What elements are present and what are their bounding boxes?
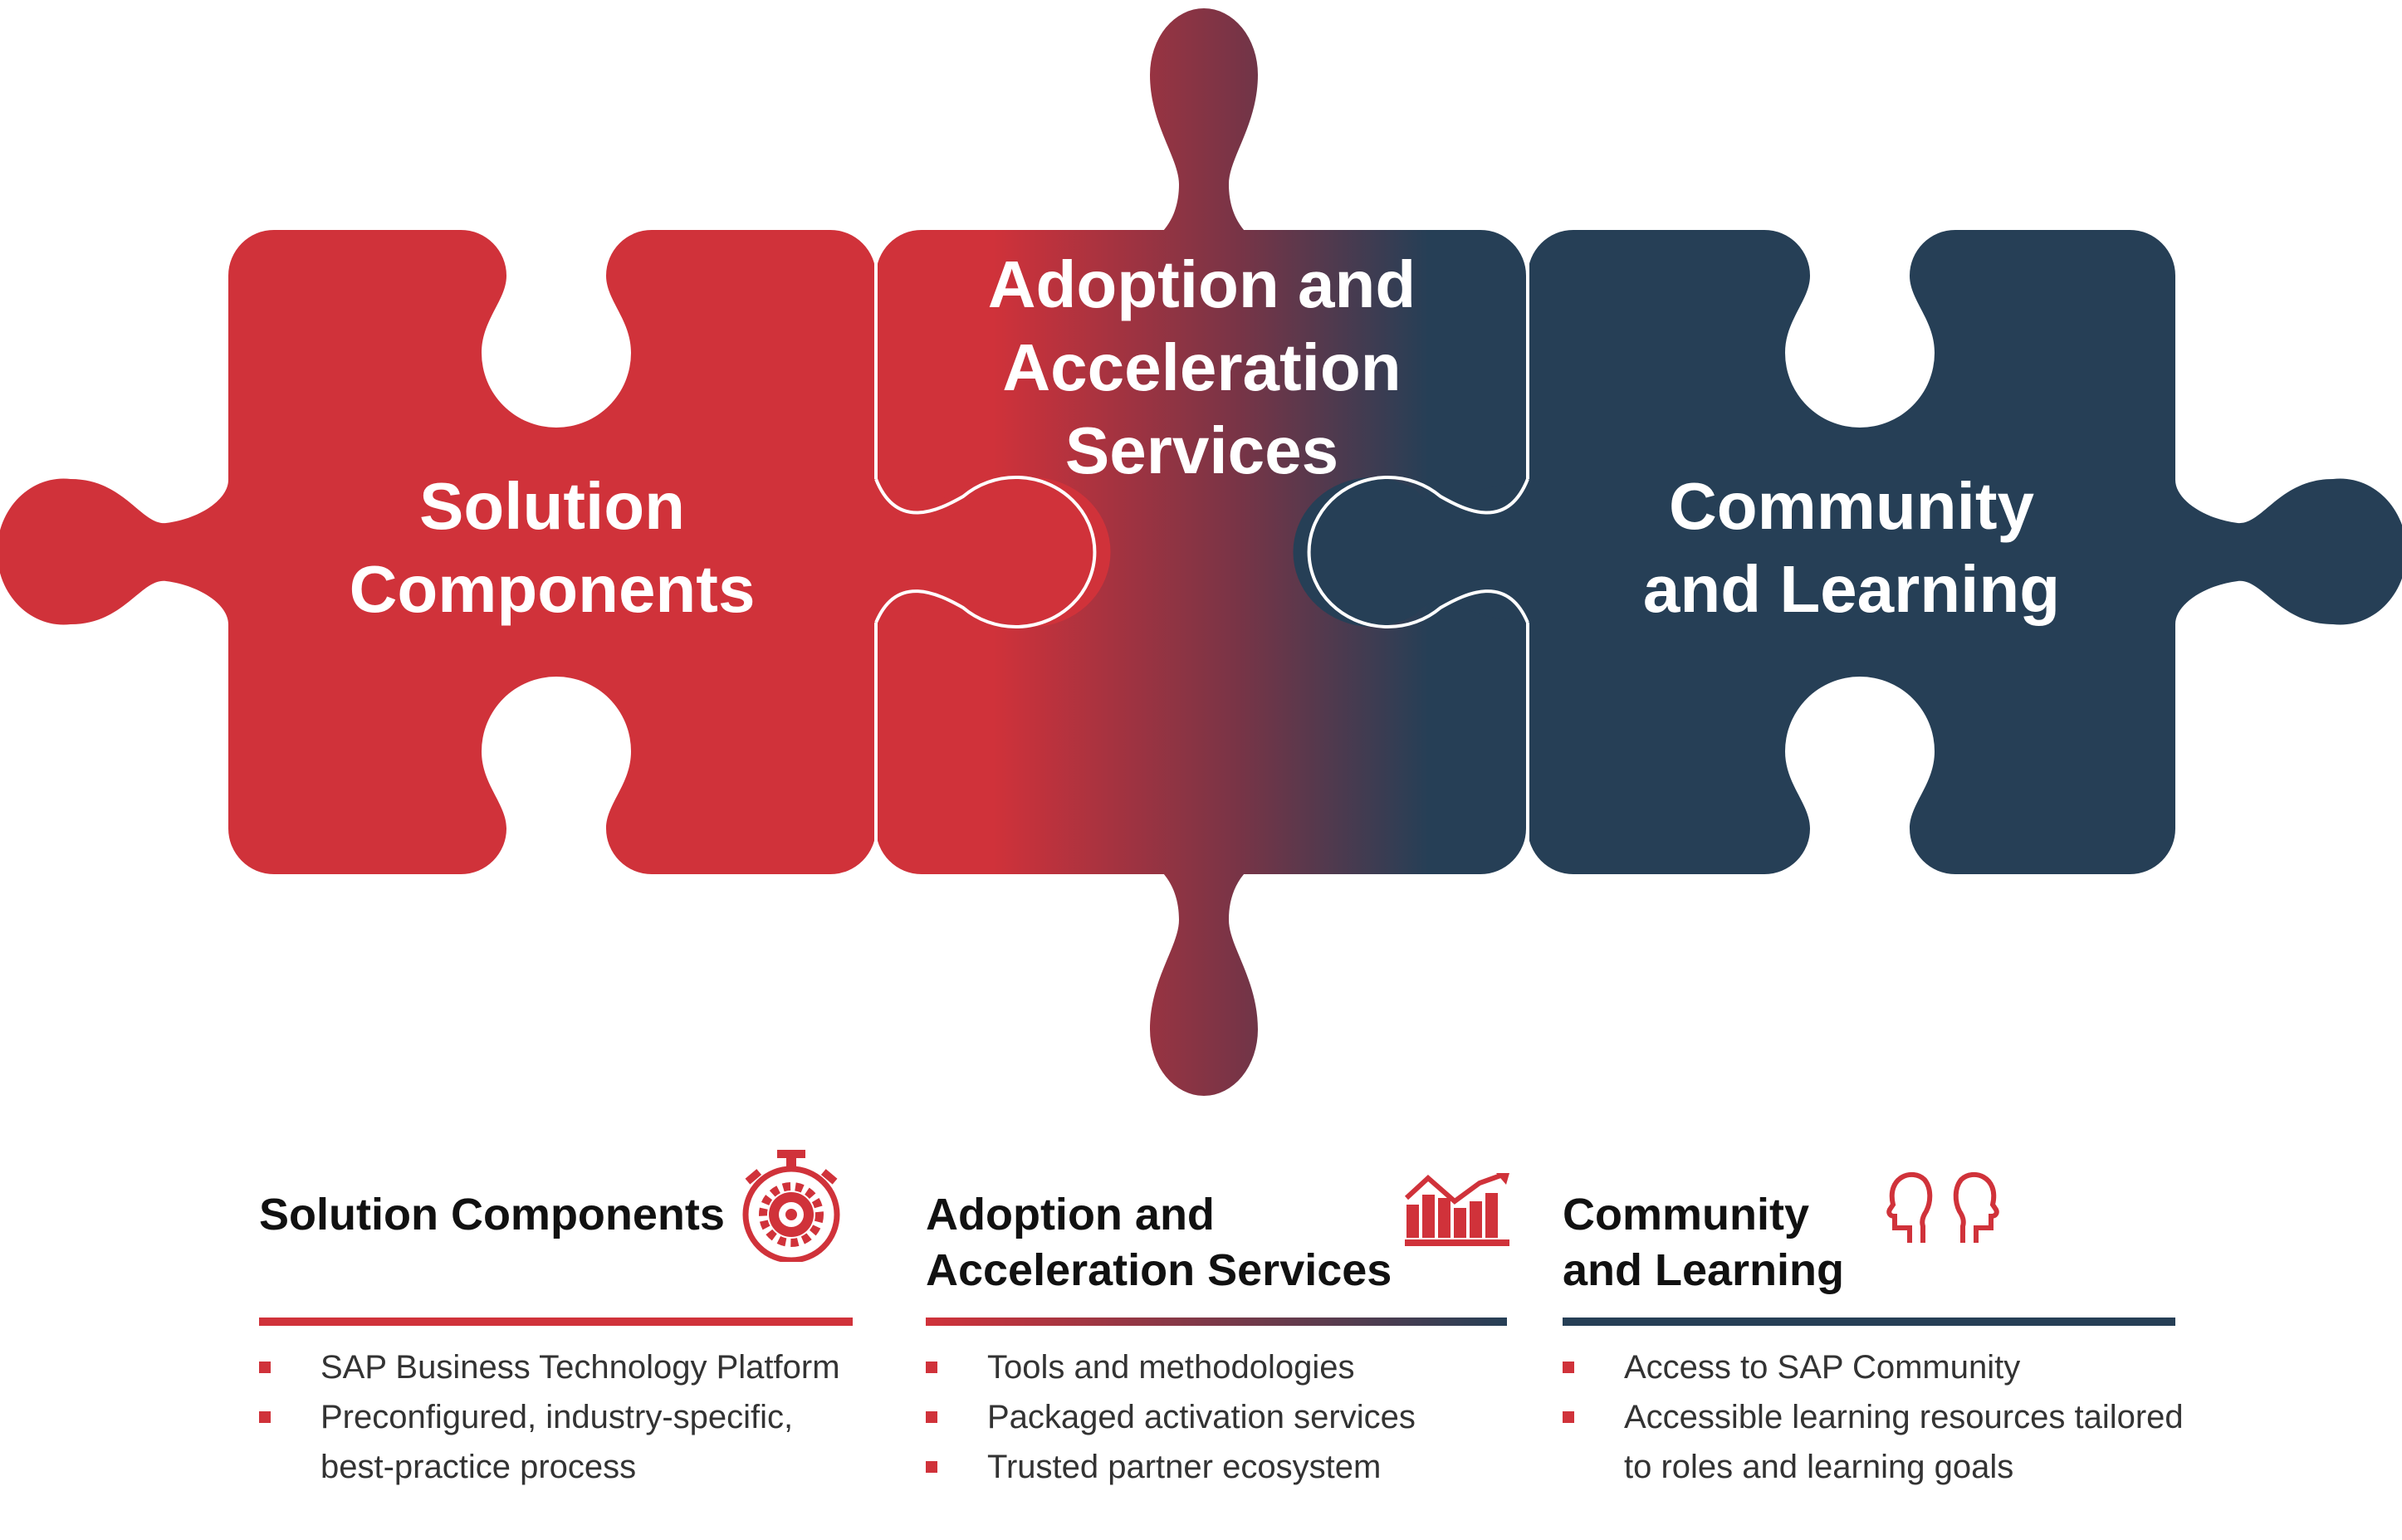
list-item-text: Accessible learning resources tailored: [1624, 1399, 2184, 1435]
puzzle-piece-solution: [0, 230, 1111, 874]
title-line: Solution Components: [259, 1190, 725, 1239]
section-divider: [259, 1318, 853, 1326]
growth-chart-icon: [1404, 1173, 1509, 1246]
list-item-text: Access to SAP Community: [1624, 1349, 2021, 1386]
list-item: Trusted partner ecosystem: [926, 1442, 1416, 1492]
puzzle-graphic: [0, 8, 2402, 1096]
bullet-square: [259, 1411, 271, 1423]
bullet-square: [926, 1461, 937, 1473]
section-divider: [1563, 1318, 2175, 1326]
title-line: Adoption and: [926, 1190, 1215, 1239]
list-item-text: Packaged activation services: [987, 1399, 1416, 1435]
puzzle-piece-community: [1293, 230, 2402, 874]
title-line: Acceleration Services: [926, 1245, 1392, 1295]
puzzle-piece-adoption: [876, 8, 1526, 1096]
list-item: Packaged activation services: [926, 1392, 1416, 1442]
title-line: Services: [1064, 413, 1339, 487]
puzzle-title-adoption: Adoption and Acceleration Services: [913, 243, 1490, 492]
title-line: Acceleration: [1002, 330, 1402, 404]
column-title: Community and Learning: [1563, 1187, 1844, 1298]
list-item: SAP Business Technology Platform: [259, 1342, 840, 1392]
title-line: and Learning: [1563, 1245, 1845, 1295]
list-item-text: Tools and methodologies: [987, 1349, 1355, 1386]
list-item: Tools and methodologies: [926, 1342, 1416, 1392]
bullet-square: [926, 1362, 937, 1373]
title-line: Community: [1563, 1190, 1809, 1239]
section-divider: [926, 1318, 1507, 1326]
bullet-square: [259, 1362, 271, 1373]
bullet-list: Access to SAP Community Accessible learn…: [1563, 1342, 2184, 1492]
title-line: Components: [349, 552, 756, 626]
column-title: Solution Components: [259, 1187, 725, 1243]
list-item-text: Preconfigured, industry-specific,: [320, 1399, 794, 1435]
list-item-text: Trusted partner ecosystem: [987, 1449, 1382, 1485]
list-item-text: to roles and learning goals: [1624, 1449, 2014, 1485]
list-item: Accessible learning resources tailored to…: [1563, 1392, 2184, 1492]
title-line: Solution: [419, 469, 685, 543]
bullet-square: [1563, 1362, 1574, 1373]
puzzle-title-community: Community and Learning: [1565, 465, 2138, 631]
list-item: Preconfigured, industry-specific, best-pr…: [259, 1392, 840, 1492]
list-item: Access to SAP Community: [1563, 1342, 2184, 1392]
stopwatch-gear-icon: [742, 1150, 840, 1262]
column-title: Adoption and Acceleration Services: [926, 1187, 1392, 1298]
puzzle-title-solution: Solution Components: [274, 465, 830, 631]
bullet-list: Tools and methodologies Packaged activat…: [926, 1342, 1416, 1492]
title-line: Adoption and: [987, 247, 1416, 321]
title-line: and Learning: [1642, 552, 2061, 626]
two-heads-icon: [1886, 1171, 1999, 1243]
bullet-square: [926, 1411, 937, 1423]
list-item-text: SAP Business Technology Platform: [320, 1349, 840, 1386]
bullet-list: SAP Business Technology Platform Preconf…: [259, 1342, 840, 1492]
list-item-text: best-practice process: [320, 1449, 637, 1485]
title-line: Community: [1669, 469, 2034, 543]
bullet-square: [1563, 1411, 1574, 1423]
